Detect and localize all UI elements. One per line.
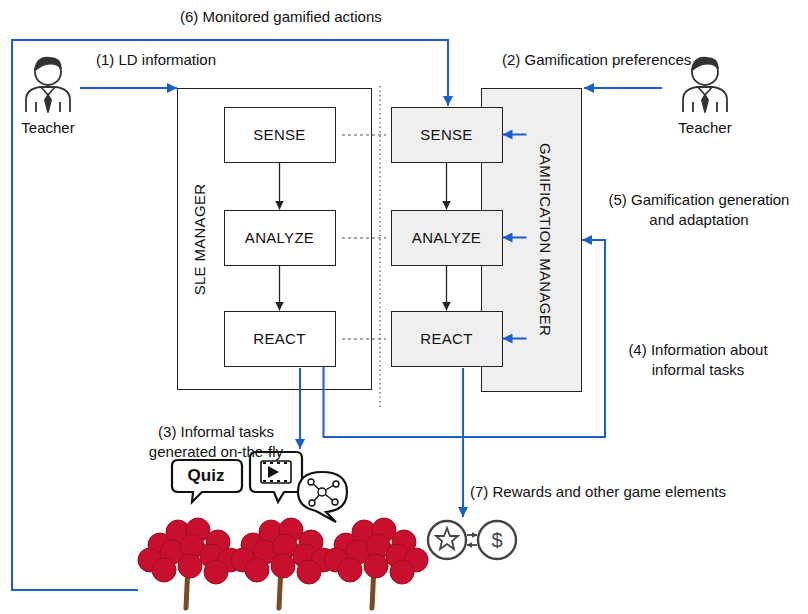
tasks-arrow bbox=[299, 368, 301, 449]
actor-label: Teacher bbox=[15, 118, 81, 138]
box-label: ANALYZE bbox=[412, 229, 481, 246]
connector bbox=[279, 266, 280, 311]
flow-label: (6) Monitored gamified actions bbox=[180, 7, 382, 27]
connectors bbox=[280, 135, 606, 438]
task-bubbles bbox=[172, 452, 347, 522]
box-label: ANALYZE bbox=[245, 229, 314, 246]
connector bbox=[446, 266, 447, 311]
rewards-icon bbox=[428, 521, 516, 559]
bubble-text: Quiz bbox=[174, 465, 238, 487]
process-box: REACT bbox=[391, 311, 503, 367]
actor-label: Teacher bbox=[672, 118, 738, 138]
teacher-icon bbox=[26, 58, 70, 112]
preferences-arrow bbox=[584, 87, 662, 89]
connector bbox=[446, 163, 447, 210]
flow-label: (5) Gamification generation and adaptati… bbox=[596, 190, 802, 229]
flow-label: (4) Information about informal tasks bbox=[608, 340, 788, 379]
coin-symbol: $ bbox=[485, 527, 509, 553]
flow-label: (2) Gamification preferences bbox=[502, 50, 691, 70]
box-label: SLE MANAGER bbox=[191, 184, 208, 296]
process-box: SENSE bbox=[224, 107, 336, 163]
flow-label: (1) LD information bbox=[96, 50, 216, 70]
process-box: REACT bbox=[224, 311, 336, 367]
actor-label-slot: Teacher bbox=[672, 118, 738, 138]
manager-box: SLE MANAGER SENSE ANALYZE REACT bbox=[177, 88, 372, 390]
trees-illustration bbox=[138, 518, 428, 608]
network-bubble bbox=[298, 472, 347, 522]
flow-label-slot: (5) Gamification generation and adaptati… bbox=[596, 190, 802, 229]
box-label: REACT bbox=[253, 330, 305, 347]
actor-label-slot: Teacher bbox=[15, 118, 81, 138]
box-label: SENSE bbox=[253, 126, 305, 143]
link-dashes bbox=[342, 135, 386, 339]
flow-label: (7) Rewards and other game elements bbox=[470, 482, 726, 502]
coin-symbol-slot: $ bbox=[485, 527, 509, 553]
flow-label-slot: (1) LD information bbox=[96, 50, 216, 70]
process-box: SENSE bbox=[391, 107, 503, 163]
flow-label-slot: (3) Informal tasks generated on-the-fly bbox=[140, 422, 292, 461]
flow-label-slot: (2) Gamification preferences bbox=[502, 50, 691, 70]
connector bbox=[503, 134, 527, 136]
quiz-bubble bbox=[172, 460, 242, 502]
rewards-arrow bbox=[462, 368, 464, 517]
flow-label-slot: (7) Rewards and other game elements bbox=[470, 482, 726, 502]
connector bbox=[324, 240, 606, 437]
box-label: GAMIFICATION MANAGER bbox=[537, 143, 554, 336]
process-box: ANALYZE bbox=[224, 210, 336, 266]
flow-arrows bbox=[12, 40, 662, 590]
connector bbox=[503, 237, 527, 239]
flow-label: (3) Informal tasks generated on-the-fly bbox=[140, 422, 292, 461]
box-label: SENSE bbox=[420, 126, 472, 143]
connector bbox=[279, 163, 280, 210]
connector bbox=[503, 338, 527, 340]
monitor-arrow bbox=[12, 40, 448, 590]
process-box: ANALYZE bbox=[391, 210, 503, 266]
bubble-text-slot: Quiz bbox=[174, 465, 238, 487]
ld-arrow bbox=[80, 87, 177, 89]
flow-label-slot: (4) Information about informal tasks bbox=[608, 340, 788, 379]
flow-label-slot: (6) Monitored gamified actions bbox=[180, 7, 382, 27]
box-label: REACT bbox=[420, 330, 472, 347]
manager-box: GAMIFICATION MANAGERSENSEANALYZEREACT bbox=[481, 88, 582, 392]
